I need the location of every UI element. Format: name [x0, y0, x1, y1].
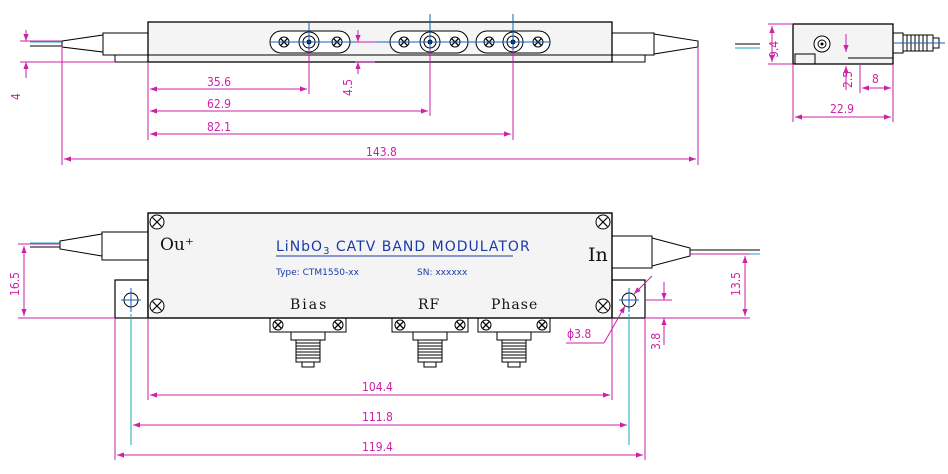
dim-hole-diameter: ϕ3.8	[567, 327, 591, 341]
dim-35-6: 35.6	[207, 75, 231, 89]
connector-label-bias: Bias	[290, 297, 328, 313]
fiber-boot-left	[61, 34, 104, 53]
dim-4: 4	[9, 93, 23, 100]
dim-119-4: 119.4	[362, 440, 393, 454]
dim-104-4: 104.4	[362, 380, 393, 394]
package-body-front	[147, 212, 613, 319]
dim-22-9: 22.9	[830, 102, 854, 116]
sma-connector-phase	[477, 317, 551, 368]
dim-82-1: 82.1	[207, 120, 231, 134]
dim-111-8: 111.8	[362, 410, 393, 424]
dim-4-5: 4.5	[341, 79, 355, 96]
top-view: 35.6 62.9 82.1 143.8 4.5 4	[9, 14, 760, 165]
package-body-side	[792, 23, 894, 65]
port-out-label: Ou⁺	[160, 235, 194, 255]
connector-label-rf: RF	[418, 297, 440, 313]
front-view: Ou⁺ In LiNbO3 CATV BAND MODULATOR Type: …	[8, 212, 760, 460]
port-in-label: In	[588, 244, 608, 266]
connector-label-phase: Phase	[491, 297, 538, 313]
dim-8: 8	[872, 72, 879, 86]
fiber-boot-right	[653, 33, 699, 55]
dim-3-8: 3.8	[649, 333, 663, 350]
dim-62-9: 62.9	[207, 97, 231, 111]
dim-9-4: 9.4	[767, 41, 781, 58]
dim-13-5: 13.5	[729, 272, 743, 296]
product-title: LiNbO3 CATV BAND MODULATOR	[276, 239, 531, 257]
dim-143-8: 143.8	[366, 145, 397, 159]
dim-2-5: 2.5	[841, 71, 855, 88]
sma-connector-bias	[269, 317, 347, 368]
sn-line: SN: xxxxxx	[417, 268, 468, 278]
side-view: 9.4 2.5 8 22.9	[767, 23, 945, 122]
type-line: Type: CTM1550-xx	[275, 268, 360, 278]
sma-connector-rf	[391, 317, 469, 368]
dim-16-5: 16.5	[8, 272, 22, 296]
